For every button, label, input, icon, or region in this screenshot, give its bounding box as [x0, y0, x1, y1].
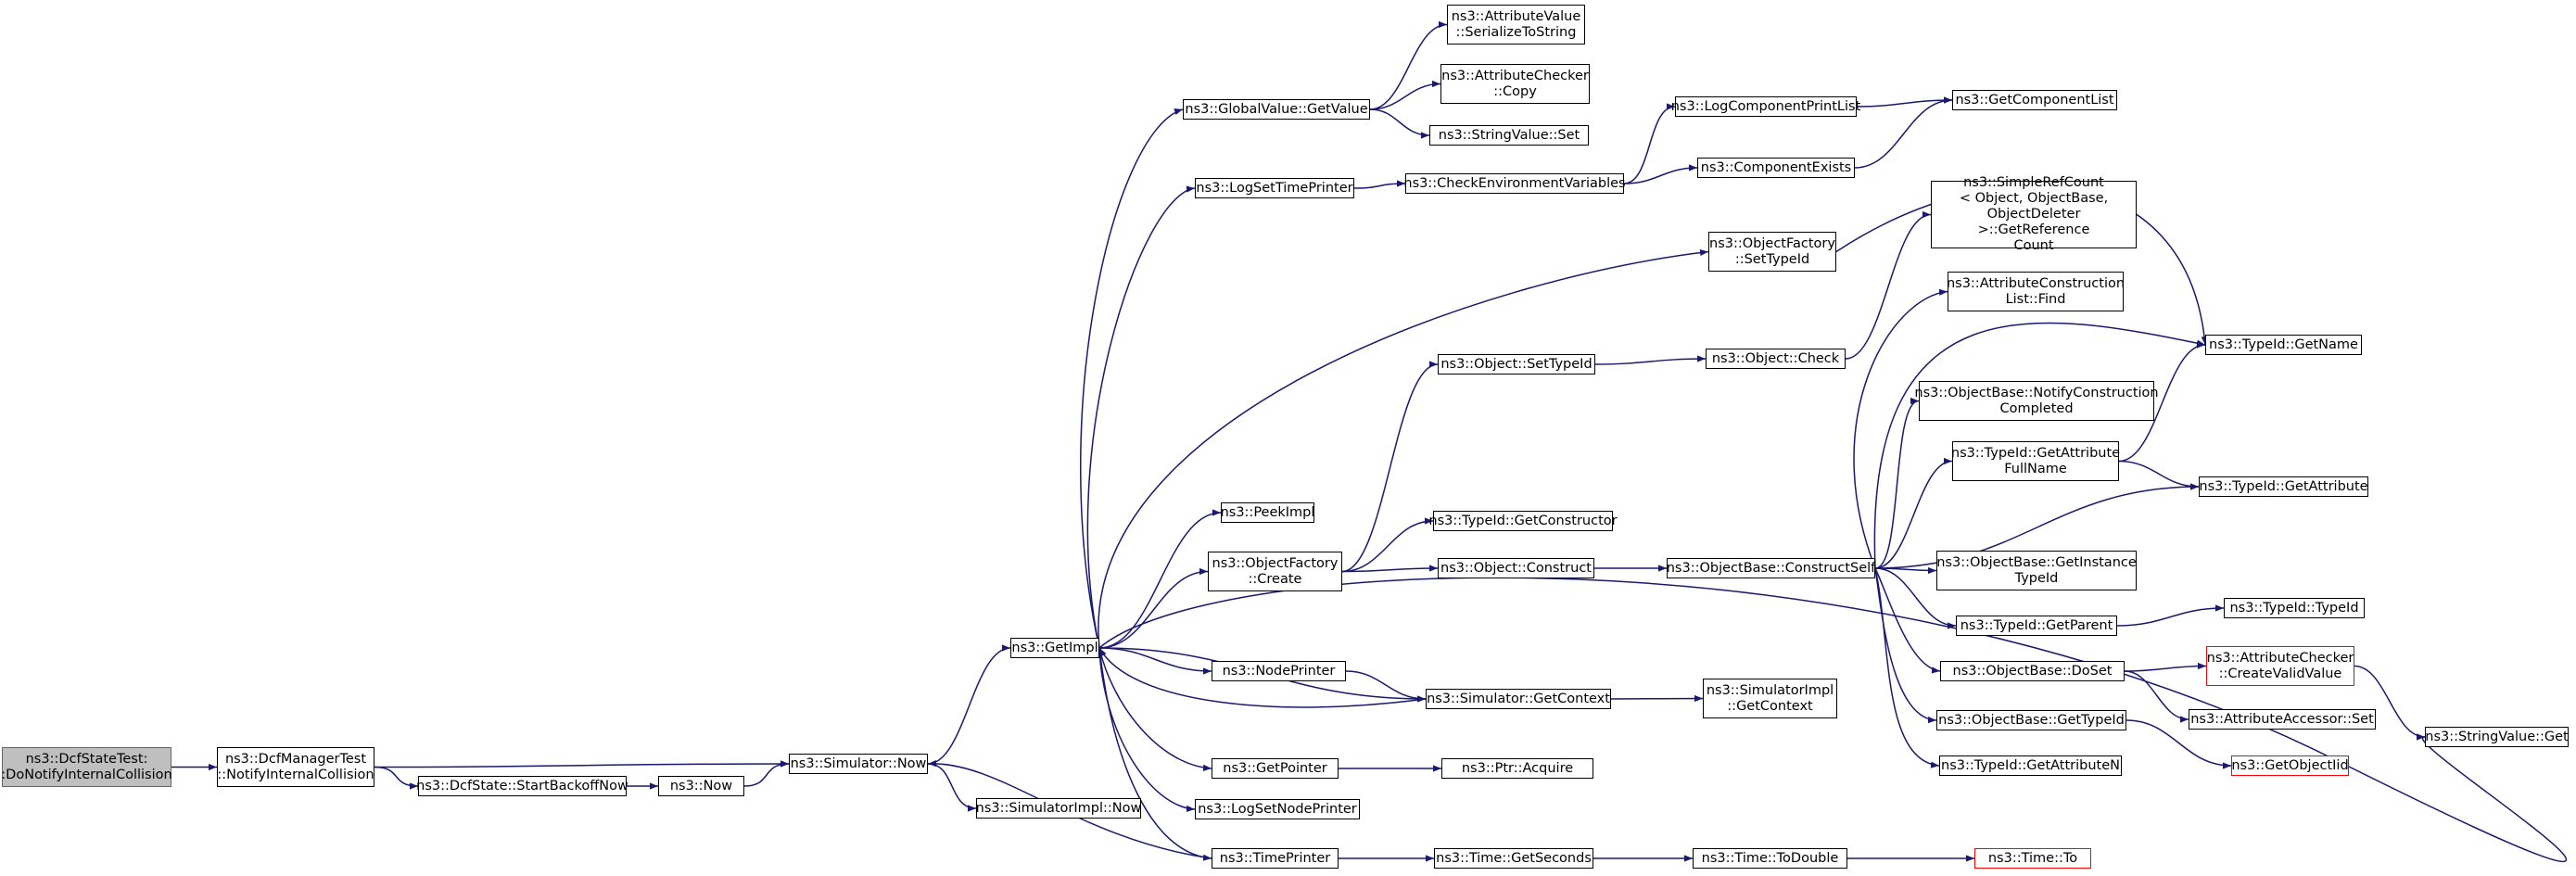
node-nodeprinter[interactable]: ns3::NodePrinter [1212, 661, 1346, 681]
node-gettypeid[interactable]: ns3::ObjectBase::GetTypeId [1936, 710, 2126, 730]
node-attrcopy[interactable]: ns3::AttributeChecker ::Copy [1440, 64, 1590, 104]
node-compexists[interactable]: ns3::ComponentExists [1697, 158, 1855, 178]
edge-globalvalue-to-serialize [1369, 20, 1448, 110]
edge-constructself-to-doset [1874, 567, 1941, 674]
edge-ofcreate-to-objconstruct [1341, 565, 1439, 573]
node-ptracquire[interactable]: ns3::Ptr::Acquire [1441, 758, 1593, 779]
node-typeidgetname[interactable]: ns3::TypeId::GetName [2205, 335, 2362, 355]
node-logsetnode[interactable]: ns3::LogSetNodePrinter [1195, 799, 1360, 819]
edge-constructself-to-typeidgetname [1873, 322, 2206, 569]
node-objconstruct[interactable]: ns3::Object::Construct [1438, 558, 1594, 578]
node-logcompprint[interactable]: ns3::LogComponentPrintList [1671, 96, 1860, 117]
node-doset[interactable]: ns3::ObjectBase::DoSet [1940, 661, 2125, 681]
node-serialize[interactable]: ns3::AttributeValue ::SerializeToString [1447, 5, 1585, 44]
edge-checkenv-to-logcompprint [1623, 103, 1676, 184]
edge-globalvalue-to-attrcopy [1369, 80, 1441, 110]
node-simgetcontext[interactable]: ns3::Simulator::GetContext [1426, 689, 1611, 709]
node-simimplgetcontext[interactable]: ns3::SimulatorImpl ::GetContext [1703, 679, 1837, 718]
node-simimplnow[interactable]: ns3::SimulatorImpl::Now [976, 798, 1141, 819]
node-dcfstatetest: ns3::DcfStateTest: :DoNotifyInternalColl… [1, 747, 172, 787]
node-simplerefcount[interactable]: ns3::SimpleRefCount < Object, ObjectBase… [1931, 175, 2137, 253]
edge-doset-to-accessorset [2124, 670, 2189, 723]
node-typeidgetctor[interactable]: ns3::TypeId::GetConstructor [1428, 511, 1618, 531]
node-globalvalue[interactable]: ns3::GlobalValue::GetValue [1183, 99, 1370, 120]
edge-checkenv-to-compexists [1623, 164, 1698, 184]
node-typeidtypeid[interactable]: ns3::TypeId::TypeId [2224, 598, 2365, 618]
edge-dcfmanagertest-to-simnow [374, 760, 790, 768]
node-stringset[interactable]: ns3::StringValue::Set [1429, 125, 1589, 146]
node-getobjectiid[interactable]: ns3::GetObjectIid [2231, 755, 2349, 776]
edge-constructself-to-typeidgetattr [1874, 483, 2200, 569]
edge-constructself-to-gettypeid [1874, 567, 1937, 724]
node-getseconds[interactable]: ns3::Time::GetSeconds [1434, 848, 1593, 869]
edge-getimpl-to-timeprinter [1098, 647, 1212, 861]
node-attrconstfind[interactable]: ns3::AttributeConstruction List::Find [1947, 272, 2125, 311]
edge-getimpl-to-ofsettypeid [1098, 248, 1709, 649]
edge-simgetcontext-to-simimplgetcontext [1610, 694, 1704, 703]
edge-now-to-simnow [743, 760, 790, 787]
node-checkenv[interactable]: ns3::CheckEnvironmentVariables [1403, 173, 1626, 194]
node-ofcreate[interactable]: ns3::ObjectFactory ::Create [1208, 552, 1342, 591]
node-logsettime[interactable]: ns3::LogSetTimePrinter [1195, 178, 1354, 198]
node-peekimpl[interactable]: ns3::PeekImpl [1221, 502, 1314, 523]
node-startbackoff[interactable]: ns3::DcfState::StartBackoffNow [416, 776, 628, 796]
edge-logcompprint-to-getcomplist [1856, 96, 1953, 108]
node-todouble[interactable]: ns3::Time::ToDouble [1693, 848, 1847, 869]
node-createvalid[interactable]: ns3::AttributeChecker ::CreateValidValue [2206, 646, 2354, 686]
edge-compexists-to-getcomplist [1854, 96, 1953, 169]
edge-getimpl-to-ofcreate [1098, 567, 1209, 649]
node-typeidgetattr[interactable]: ns3::TypeId::GetAttribute [2199, 476, 2368, 497]
edge-objsettypeid-to-objcheck [1594, 355, 1707, 365]
edge-objcheck-to-simplerefcount [1845, 210, 1932, 360]
edge-simnow-to-getimpl [927, 644, 1011, 765]
node-getparent[interactable]: ns3::TypeId::GetParent [1956, 616, 2117, 636]
edge-logsettime-to-checkenv [1353, 180, 1406, 189]
edge-getattrfullname-to-typeidgetname [2118, 341, 2206, 463]
edge-doset-to-createvalid [2124, 662, 2207, 672]
node-dcfmanagertest[interactable]: ns3::DcfManagerTest ::NotifyInternalColl… [217, 747, 374, 787]
edge-constructself-to-attrconstfind [1853, 288, 1948, 569]
edge-ofcreate-to-objsettypeid [1341, 361, 1439, 573]
node-now[interactable]: ns3::Now [658, 776, 744, 796]
node-stringget[interactable]: ns3::StringValue::Get [2425, 727, 2569, 747]
edge-getattrfullname-to-typeidgetattr [2118, 460, 2200, 490]
node-timeto[interactable]: ns3::Time::To [1974, 848, 2091, 869]
node-getcomplist[interactable]: ns3::GetComponentList [1952, 90, 2117, 110]
edge-nodeprinter-to-simgetcontext [1345, 670, 1427, 703]
node-getattrfullname[interactable]: ns3::TypeId::GetAttribute FullName [1951, 441, 2120, 481]
edge-constructself-to-getattrfullname [1874, 457, 1953, 569]
edge-createvalid-to-stringget [2354, 665, 2426, 741]
edge-constructself-to-getparent [1874, 567, 1957, 629]
node-ofsettypeid[interactable]: ns3::ObjectFactory ::SetTypeId [1708, 232, 1836, 272]
edge-ofcreate-to-typeidgetctor [1341, 517, 1434, 573]
edge-globalvalue-to-stringset [1369, 108, 1430, 139]
edge-constructself-to-getattrn [1874, 567, 1940, 768]
node-constructself[interactable]: ns3::ObjectBase::ConstructSelf [1667, 558, 1875, 578]
edge-getparent-to-typeidtypeid [2116, 604, 2225, 627]
edge-simgetcontext-to-getimpl [1098, 647, 1427, 708]
edge-getimpl-to-globalvalue [1080, 108, 1184, 649]
edge-constructself-to-notifyconstr [1874, 397, 1920, 569]
node-getpointer[interactable]: ns3::GetPointer [1212, 758, 1339, 779]
node-getattrn[interactable]: ns3::TypeId::GetAttributeN [1939, 755, 2122, 776]
edge-getimpl-to-peekimpl [1098, 509, 1222, 649]
node-objcheck[interactable]: ns3::Object::Check [1706, 349, 1846, 369]
edge-gettypeid-to-getobjectiid [2126, 719, 2232, 769]
node-timeprinter[interactable]: ns3::TimePrinter [1212, 848, 1339, 869]
edge-constructself-to-getinsttypeid [1874, 566, 1937, 575]
edge-dcfmanagertest-to-startbackoff [374, 766, 419, 790]
node-getinsttypeid[interactable]: ns3::ObjectBase::GetInstance TypeId [1936, 551, 2137, 590]
node-objsettypeid[interactable]: ns3::Object::SetTypeId [1438, 354, 1595, 375]
edge-getimpl-to-logsetnode [1098, 647, 1196, 813]
node-accessorset[interactable]: ns3::AttributeAccessor::Set [2189, 709, 2376, 730]
edge-getimpl-to-logsettime [1086, 185, 1196, 649]
node-simnow[interactable]: ns3::Simulator::Now [789, 754, 928, 774]
node-notifyconstr[interactable]: ns3::ObjectBase::NotifyConstruction Comp… [1914, 381, 2159, 421]
node-getimpl[interactable]: ns3::GetImpl [1010, 638, 1099, 658]
edge-getimpl-to-getpointer [1098, 647, 1212, 771]
